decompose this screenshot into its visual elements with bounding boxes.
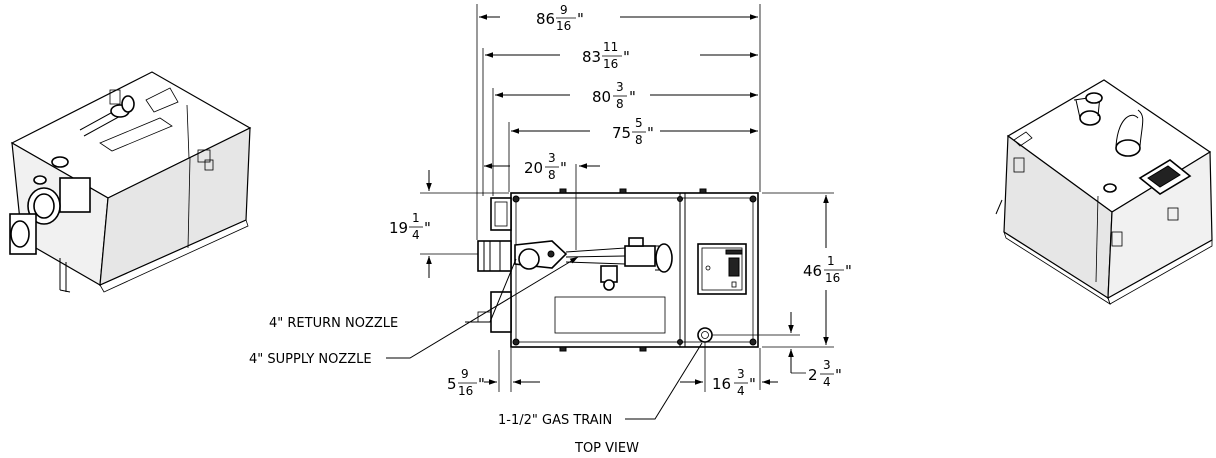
svg-text:19: 19 bbox=[389, 219, 408, 237]
svg-text:": " bbox=[647, 124, 654, 142]
svg-text:": " bbox=[623, 48, 630, 66]
svg-text:": " bbox=[845, 262, 852, 280]
top-view-boiler bbox=[477, 188, 759, 352]
svg-text:": " bbox=[424, 219, 431, 237]
dim-overall-width: 46 1 16 " bbox=[803, 254, 852, 285]
svg-text:16: 16 bbox=[458, 384, 473, 398]
svg-text:20: 20 bbox=[524, 159, 543, 177]
svg-text:9: 9 bbox=[461, 367, 469, 381]
svg-text:8: 8 bbox=[616, 97, 624, 111]
svg-text:2: 2 bbox=[808, 366, 818, 384]
svg-text:": " bbox=[835, 366, 842, 384]
svg-text:3: 3 bbox=[737, 367, 745, 381]
svg-text:83: 83 bbox=[582, 48, 601, 66]
dim-length-2: 83 11 16 " bbox=[582, 40, 630, 71]
right-isometric-view bbox=[995, 79, 1213, 305]
svg-text:": " bbox=[749, 375, 756, 393]
dim-length-4: 75 5 8 " bbox=[612, 116, 654, 147]
svg-text:": " bbox=[577, 10, 584, 28]
svg-text:8: 8 bbox=[548, 168, 556, 182]
svg-text:9: 9 bbox=[560, 3, 568, 17]
callout-supply-nozzle: 4" SUPPLY NOZZLE bbox=[249, 352, 372, 367]
svg-text:": " bbox=[478, 375, 485, 393]
dim-overall-length: 86 9 16 " bbox=[536, 3, 584, 33]
view-title: TOP VIEW bbox=[574, 441, 639, 456]
svg-text:1: 1 bbox=[412, 211, 420, 225]
svg-text:75: 75 bbox=[612, 124, 631, 142]
svg-text:3: 3 bbox=[823, 358, 831, 372]
callout-return-nozzle: 4" RETURN NOZZLE bbox=[269, 316, 398, 331]
dim-gas-offset-y: 2 3 4 " bbox=[808, 358, 842, 389]
svg-text:": " bbox=[629, 88, 636, 106]
dim-gas-offset-x: 16 3 4 " bbox=[712, 367, 756, 398]
svg-text:16: 16 bbox=[825, 271, 840, 285]
svg-text:80: 80 bbox=[592, 88, 611, 106]
dim-nozzle-spacing: 19 1 4 " bbox=[389, 211, 431, 242]
svg-text:46: 46 bbox=[803, 262, 822, 280]
dim-supply-offset: 5 9 16 " bbox=[447, 367, 485, 398]
svg-text:16: 16 bbox=[712, 375, 731, 393]
dimension-lines bbox=[386, 4, 834, 420]
svg-text:4: 4 bbox=[412, 228, 420, 242]
left-isometric-view bbox=[9, 71, 252, 293]
svg-text:5: 5 bbox=[635, 116, 643, 130]
svg-text:11: 11 bbox=[603, 40, 618, 54]
svg-text:1: 1 bbox=[827, 254, 835, 268]
svg-text:5: 5 bbox=[447, 375, 457, 393]
dim-length-3: 80 3 8 " bbox=[592, 80, 636, 111]
callout-gas-train: 1-1/2" GAS TRAIN bbox=[498, 413, 612, 428]
svg-text:3: 3 bbox=[548, 151, 556, 165]
svg-text:3: 3 bbox=[616, 80, 624, 94]
svg-text:4: 4 bbox=[737, 384, 745, 398]
dim-nozzle-offset: 20 3 8 " bbox=[524, 151, 567, 182]
svg-text:86: 86 bbox=[536, 10, 555, 28]
svg-text:4: 4 bbox=[823, 375, 831, 389]
svg-text:": " bbox=[560, 159, 567, 177]
svg-text:8: 8 bbox=[635, 133, 643, 147]
svg-text:16: 16 bbox=[603, 57, 618, 71]
svg-text:16: 16 bbox=[556, 19, 571, 33]
